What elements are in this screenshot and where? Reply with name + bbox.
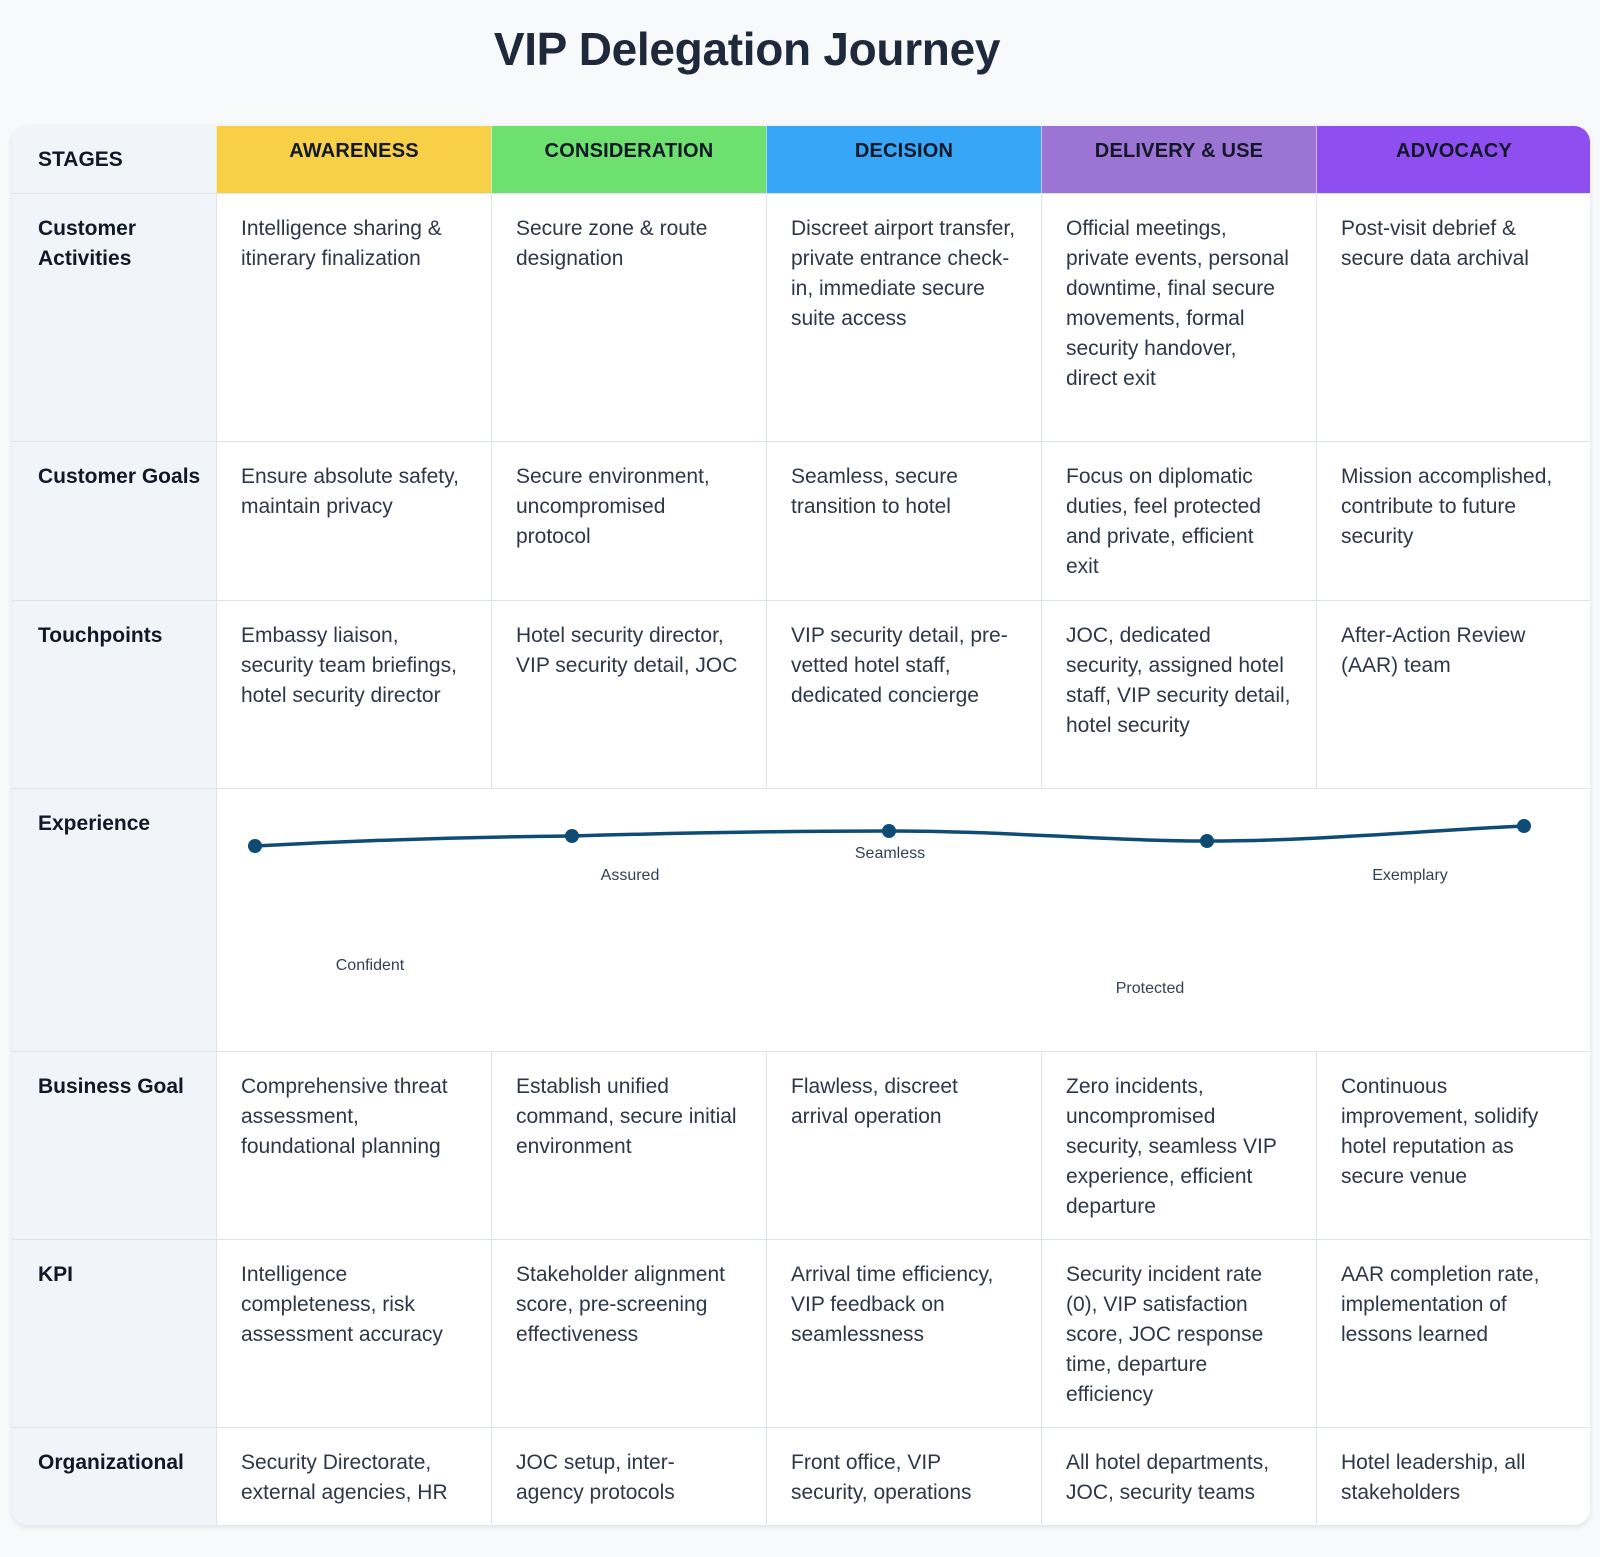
page-title: VIP Delegation Journey [493, 23, 1001, 75]
stage-header-advocacy: ADVOCACY [1316, 126, 1590, 193]
experience-point [565, 829, 579, 843]
stages-header-label: STAGES [12, 126, 216, 193]
stage-header-decision: DECISION [766, 126, 1041, 193]
row-label: Experience [12, 789, 216, 1051]
row-label: Customer Goals [12, 442, 216, 600]
experience-point [882, 824, 896, 838]
experience-curve: Confident Assured Seamless Protected Exe… [248, 819, 1531, 997]
cell-kpi-awareness: Intelligence completeness, risk assessme… [216, 1240, 491, 1427]
cell-business-awareness: Comprehensive threat assessment, foundat… [216, 1052, 491, 1239]
cell-business-advocacy: Continuous improvement, solidify hotel r… [1316, 1052, 1590, 1239]
experience-label: Assured [601, 867, 660, 884]
experience-label: Confident [336, 957, 405, 974]
cell-touchpoints-decision: VIP security detail, pre-vetted hotel st… [766, 601, 1041, 788]
experience-label: Protected [1116, 980, 1184, 997]
cell-org-consideration: JOC setup, inter-agency protocols [491, 1428, 766, 1525]
experience-label: Seamless [855, 845, 925, 862]
cell-org-decision: Front office, VIP security, operations [766, 1428, 1041, 1525]
cell-touchpoints-delivery: JOC, dedicated security, assigned hotel … [1041, 601, 1316, 788]
row-business-goal: Business Goal Comprehensive threat asses… [12, 1051, 1590, 1239]
cell-org-advocacy: Hotel leadership, all stakeholders [1316, 1428, 1590, 1525]
row-customer-activities: Customer Activities Intelligence sharing… [12, 193, 1590, 441]
cell-activities-consideration: Secure zone & route designation [491, 194, 766, 441]
cell-goals-decision: Seamless, secure transition to hotel [766, 442, 1041, 600]
row-label: Customer Activities [12, 194, 216, 441]
cell-business-consideration: Establish unified command, secure initia… [491, 1052, 766, 1239]
row-customer-goals: Customer Goals Ensure absolute safety, m… [12, 441, 1590, 600]
row-experience: Experience Confident Assured Seamless Pr… [12, 788, 1590, 1051]
row-kpi: KPI Intelligence completeness, risk asse… [12, 1239, 1590, 1427]
cell-goals-consideration: Secure environment, uncompromised protoc… [491, 442, 766, 600]
row-label: Business Goal [12, 1052, 216, 1239]
journey-map-table: STAGES AWARENESS CONSIDERATION DECISION … [12, 126, 1590, 1525]
cell-kpi-advocacy: AAR completion rate, implementation of l… [1316, 1240, 1590, 1427]
cell-touchpoints-awareness: Embassy liaison, security team briefings… [216, 601, 491, 788]
cell-business-decision: Flawless, discreet arrival operation [766, 1052, 1041, 1239]
cell-kpi-decision: Arrival time efficiency, VIP feedback on… [766, 1240, 1041, 1427]
stage-header-delivery-use: DELIVERY & USE [1041, 126, 1316, 193]
cell-activities-decision: Discreet airport transfer, private entra… [766, 194, 1041, 441]
cell-kpi-consideration: Stakeholder alignment score, pre-screeni… [491, 1240, 766, 1427]
cell-goals-awareness: Ensure absolute safety, maintain privacy [216, 442, 491, 600]
stage-header-awareness: AWARENESS [216, 126, 491, 193]
experience-point [248, 839, 262, 853]
cell-activities-advocacy: Post-visit debrief & secure data archiva… [1316, 194, 1590, 441]
cell-kpi-delivery: Security incident rate (0), VIP satisfac… [1041, 1240, 1316, 1427]
row-label: Organizational [12, 1428, 216, 1525]
experience-label: Exemplary [1372, 867, 1448, 884]
row-label: Touchpoints [12, 601, 216, 788]
cell-business-delivery: Zero incidents, uncompromised security, … [1041, 1052, 1316, 1239]
cell-activities-awareness: Intelligence sharing & itinerary finaliz… [216, 194, 491, 441]
stages-header-row: STAGES AWARENESS CONSIDERATION DECISION … [12, 126, 1590, 193]
cell-touchpoints-consideration: Hotel security director, VIP security de… [491, 601, 766, 788]
stage-header-consideration: CONSIDERATION [491, 126, 766, 193]
row-touchpoints: Touchpoints Embassy liaison, security te… [12, 600, 1590, 788]
cell-activities-delivery: Official meetings, private events, perso… [1041, 194, 1316, 441]
experience-curve-area: Confident Assured Seamless Protected Exe… [216, 789, 1590, 1051]
cell-goals-delivery: Focus on diplomatic duties, feel protect… [1041, 442, 1316, 600]
cell-org-awareness: Security Directorate, external agencies,… [216, 1428, 491, 1525]
cell-touchpoints-advocacy: After-Action Review (AAR) team [1316, 601, 1590, 788]
cell-goals-advocacy: Mission accomplished, contribute to futu… [1316, 442, 1590, 600]
row-organizational: Organizational Security Directorate, ext… [12, 1427, 1590, 1525]
cell-org-delivery: All hotel departments, JOC, security tea… [1041, 1428, 1316, 1525]
experience-point [1517, 819, 1531, 833]
row-label: KPI [12, 1240, 216, 1427]
experience-point [1200, 834, 1214, 848]
